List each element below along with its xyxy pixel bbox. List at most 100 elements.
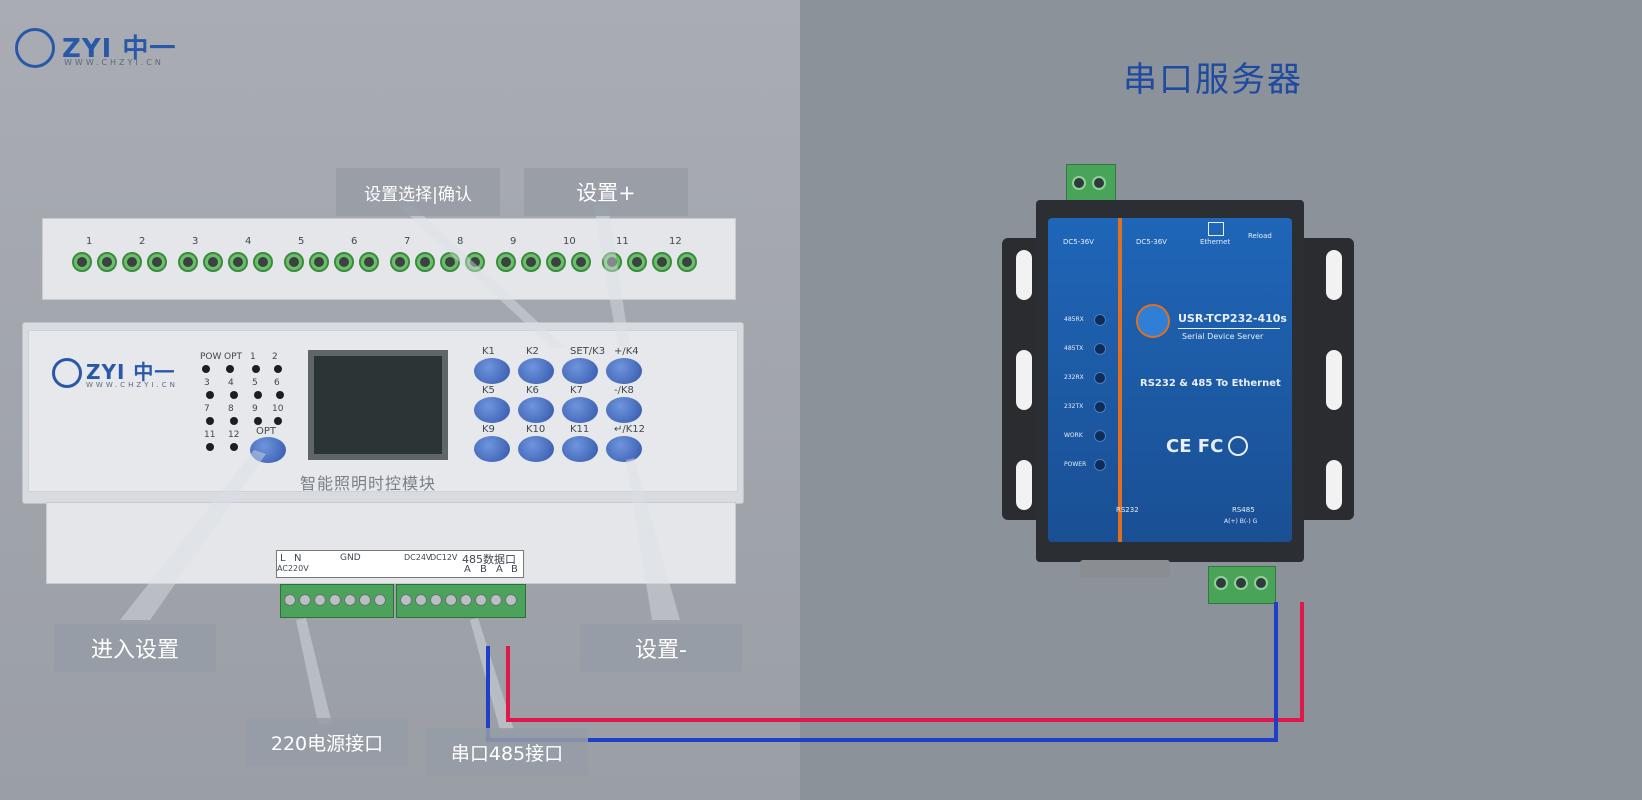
- led-label: 12: [228, 430, 240, 440]
- module-logo-icon: [52, 358, 82, 388]
- callout-pointer-lines: [120, 205, 680, 730]
- ethernet-port-icon: [1208, 222, 1224, 236]
- channel-screw: [72, 252, 92, 272]
- device-rs485-label: RS485: [1232, 506, 1255, 514]
- terminal-l-label: L: [280, 553, 286, 564]
- device-led-label: POWER: [1064, 461, 1087, 468]
- keypad-button[interactable]: [562, 397, 598, 423]
- usr-logo-icon: [1136, 304, 1170, 338]
- status-led: [276, 391, 284, 399]
- keypad-button[interactable]: [474, 436, 510, 462]
- channel-screw: [602, 252, 622, 272]
- status-led: [230, 443, 238, 451]
- channel-screw: [309, 252, 329, 272]
- bracket-slot: [1326, 350, 1342, 410]
- terminal-screw: [445, 594, 457, 606]
- keypad-button[interactable]: [606, 436, 642, 462]
- key-label: K10: [526, 424, 546, 435]
- keypad-button[interactable]: [562, 436, 598, 462]
- device-tagline: RS232 & 485 To Ethernet: [1140, 378, 1281, 389]
- brand-logo-icon: [15, 28, 55, 68]
- keypad-button[interactable]: [518, 397, 554, 423]
- status-led: [206, 443, 214, 451]
- keypad-button[interactable]: [606, 358, 642, 384]
- terminal-dc24-label: DC24V: [404, 553, 432, 562]
- device-model: USR-TCP232-410s: [1178, 312, 1287, 325]
- channel-screw: [390, 252, 410, 272]
- device-led-label: 485TX: [1064, 345, 1084, 352]
- keypad-button[interactable]: [474, 397, 510, 423]
- device-status-led: [1094, 401, 1106, 413]
- pointer-enter-settings: [120, 450, 266, 620]
- keypad-button[interactable]: [474, 358, 510, 384]
- terminal-b1-label: B: [480, 564, 487, 575]
- device-face-panel: [1048, 218, 1292, 542]
- status-led: [230, 417, 238, 425]
- terminal-screw: [314, 594, 326, 606]
- bracket-slot: [1016, 460, 1032, 510]
- channel-number-label: 2: [139, 236, 146, 247]
- device-subtitle: Serial Device Server: [1182, 332, 1264, 341]
- callout-enter-settings: 进入设置: [54, 624, 216, 672]
- keypad-button[interactable]: [518, 436, 554, 462]
- terminal-screw: [400, 594, 412, 606]
- keypad-button[interactable]: [562, 358, 598, 384]
- right-title: 串口服务器: [1123, 60, 1303, 100]
- terminal-485-label: 485数据口: [462, 553, 516, 566]
- pointer-set-plus: [594, 205, 630, 348]
- led-label: 7: [204, 404, 210, 414]
- keypad-button[interactable]: [518, 358, 554, 384]
- callout-power-220: 220电源接口: [246, 718, 408, 766]
- key-label: SET/K3: [570, 346, 606, 357]
- channel-number-label: 4: [245, 236, 252, 247]
- terminal-dc12-label: DC12V: [430, 553, 458, 562]
- channel-screw: [496, 252, 516, 272]
- device-top-label-dc1: DC5-36V: [1063, 238, 1094, 246]
- channel-screw: [334, 252, 354, 272]
- key-label: K6: [526, 385, 539, 396]
- device-led-label: 232RX: [1064, 374, 1084, 381]
- channel-screw: [253, 252, 273, 272]
- status-led: [252, 365, 260, 373]
- channel-screw: [359, 252, 379, 272]
- opt-button[interactable]: [250, 437, 286, 463]
- terminal-screw: [1234, 576, 1248, 590]
- terminal-label-strip: [276, 550, 524, 578]
- led-label: 9: [252, 404, 258, 414]
- device-cert-check-icon: [1228, 436, 1248, 456]
- module-caption: 智能照明时控模块: [300, 474, 437, 493]
- channel-number-label: 9: [510, 236, 517, 247]
- device-top-label-reload: Reload: [1248, 232, 1272, 240]
- terminal-screw: [299, 594, 311, 606]
- channel-screw: [97, 252, 117, 272]
- terminal-screw: [284, 594, 296, 606]
- keypad-button[interactable]: [606, 397, 642, 423]
- terminal-screw: [475, 594, 487, 606]
- bracket-slot: [1326, 460, 1342, 510]
- channel-number-label: 7: [404, 236, 411, 247]
- opt-button-label: OPT: [256, 426, 277, 437]
- rs232-db9-connector: [1080, 560, 1170, 578]
- channel-screw: [571, 252, 591, 272]
- key-label: -/K8: [614, 385, 634, 396]
- status-led: [254, 391, 262, 399]
- led-label: 2: [272, 352, 278, 362]
- channel-number-label: 8: [457, 236, 464, 247]
- terminal-screw: [344, 594, 356, 606]
- key-label: K5: [482, 385, 495, 396]
- channel-number-label: 12: [669, 236, 682, 247]
- key-label: K11: [570, 424, 590, 435]
- device-model-divider: [1178, 328, 1280, 329]
- device-status-led: [1094, 372, 1106, 384]
- terminal-screw: [505, 594, 517, 606]
- bracket-slot: [1016, 350, 1032, 410]
- led-label: 3: [204, 378, 210, 388]
- brand-logo-text: ZYI 中一: [62, 34, 177, 64]
- channel-number-label: 1: [86, 236, 93, 247]
- channel-screw: [627, 252, 647, 272]
- device-status-led: [1094, 459, 1106, 471]
- device-status-led: [1094, 314, 1106, 326]
- led-label: 5: [252, 378, 258, 388]
- device-cert-marks: CE FC: [1166, 436, 1224, 457]
- channel-screw: [521, 252, 541, 272]
